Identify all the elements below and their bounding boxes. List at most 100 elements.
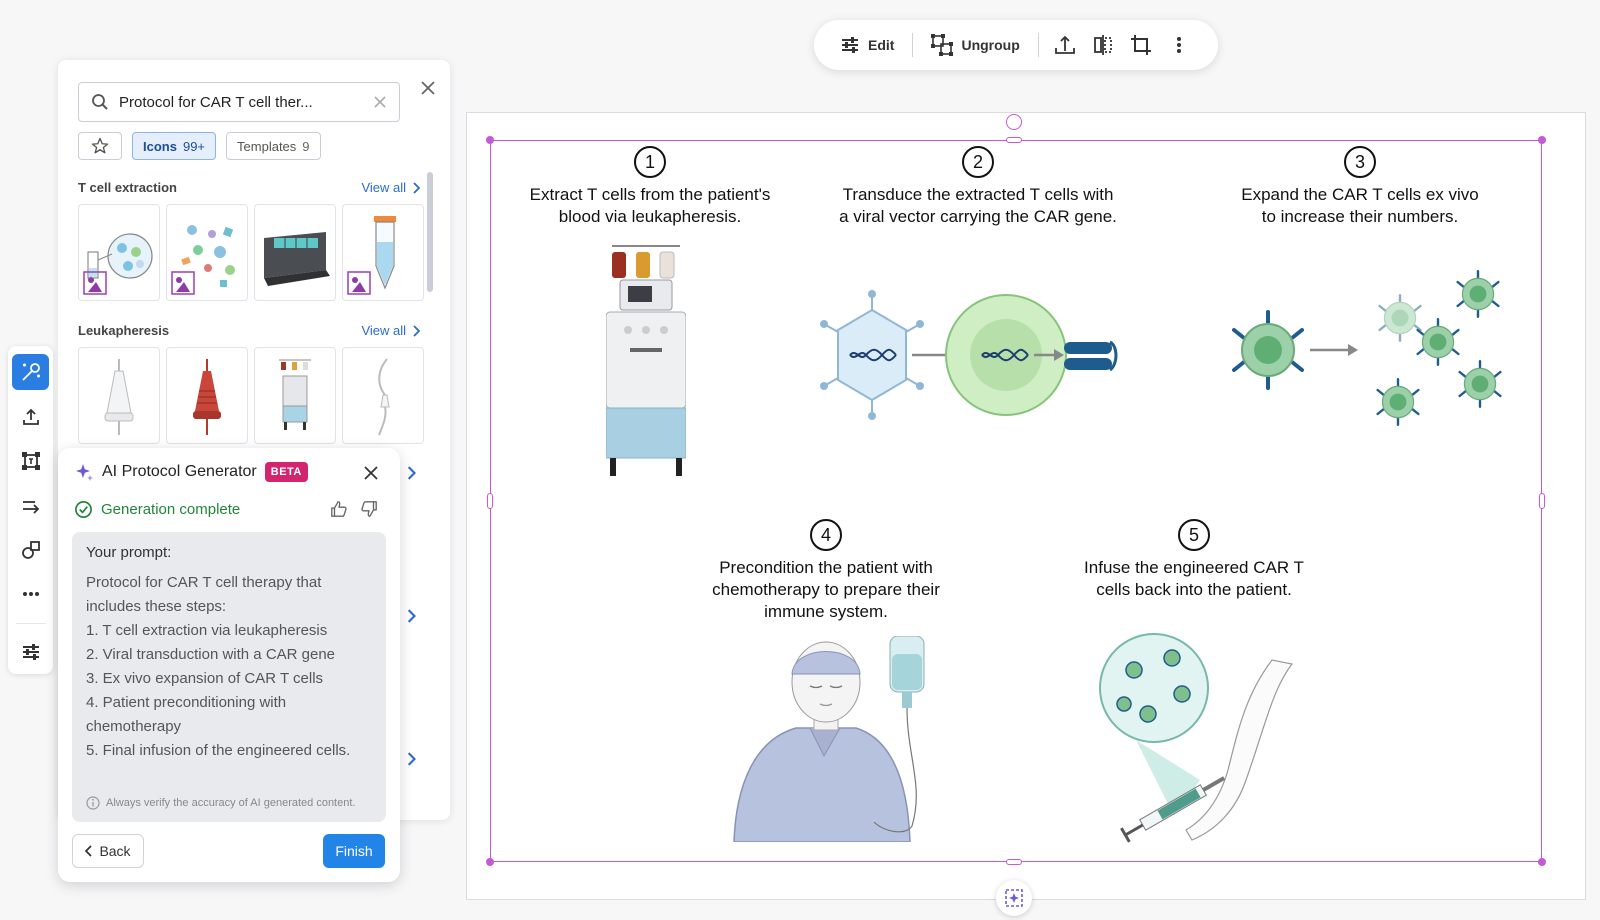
- prompt-line: chemotherapy: [86, 718, 182, 735]
- step-4[interactable]: 4 Precondition the patient with chemothe…: [676, 519, 976, 623]
- prompt-summary: Your prompt: Protocol for CAR T cell the…: [72, 532, 386, 822]
- rail-adjust-button[interactable]: [12, 634, 49, 670]
- close-ai-button[interactable]: [358, 460, 384, 486]
- clear-search-icon[interactable]: [373, 95, 387, 109]
- icon-tile-tube[interactable]: [342, 204, 424, 301]
- finish-button[interactable]: Finish: [323, 834, 385, 868]
- search-input[interactable]: Protocol for CAR T cell ther...: [119, 93, 313, 111]
- icon-grid: [78, 204, 424, 301]
- icon-tile-cells-magnified[interactable]: [78, 204, 160, 301]
- car-t-infusion-illustration[interactable]: [1096, 630, 1296, 854]
- search-box[interactable]: Protocol for CAR T cell ther...: [78, 82, 400, 122]
- step-text-line: Precondition the patient with: [719, 558, 933, 577]
- resize-handle-right[interactable]: [1539, 493, 1545, 509]
- resize-handle-bottom-left[interactable]: [486, 858, 494, 866]
- thumbs-down-icon[interactable]: [360, 500, 378, 518]
- status-text: Generation complete: [101, 501, 241, 518]
- apheresis-machine-illustration[interactable]: [606, 240, 686, 480]
- view-all-link[interactable]: View all: [361, 180, 420, 195]
- section-t-cell-extraction: T cell extraction View all: [78, 180, 420, 195]
- filter-cone-icon: [104, 358, 134, 435]
- favorites-chip[interactable]: [78, 132, 122, 160]
- resize-handle-top-left[interactable]: [486, 136, 494, 144]
- back-button[interactable]: Back: [72, 834, 144, 868]
- close-icon: [364, 466, 378, 480]
- step-text-line: to increase their numbers.: [1261, 207, 1459, 226]
- icon-tile-sequencer[interactable]: [254, 204, 336, 301]
- ungroup-button[interactable]: Ungroup: [923, 28, 1027, 62]
- chemotherapy-patient-illustration[interactable]: [724, 636, 954, 842]
- more-options-button[interactable]: [1163, 29, 1195, 61]
- flip-vertical-button[interactable]: [1049, 29, 1081, 61]
- step-1[interactable]: 1 Extract T cells from the patient's blo…: [500, 146, 800, 228]
- crop-icon: [1130, 35, 1151, 55]
- step-text-line: blood via leukapheresis.: [558, 207, 742, 226]
- icon-tile-filter-red[interactable]: [166, 347, 248, 444]
- icons-chip[interactable]: Icons 99+: [132, 132, 217, 160]
- design-canvas[interactable]: [466, 112, 1586, 900]
- feedback-buttons: [330, 500, 378, 518]
- icon-tile-tubing[interactable]: [342, 347, 424, 444]
- rail-divider: [15, 622, 46, 624]
- edit-button[interactable]: Edit: [832, 29, 902, 61]
- rail-upload-button[interactable]: [12, 398, 49, 434]
- generation-status: Generation complete: [74, 500, 240, 519]
- flip-horizontal-button[interactable]: [1087, 29, 1119, 61]
- rotate-handle[interactable]: [1006, 114, 1022, 130]
- rail-shapes-button[interactable]: [12, 532, 49, 568]
- sliders-icon: [22, 643, 39, 660]
- frame-icon: [21, 452, 40, 471]
- rail-more-button[interactable]: [12, 576, 49, 612]
- rail-frame-button[interactable]: [12, 443, 49, 479]
- ai-assist-button[interactable]: [996, 880, 1032, 916]
- step-text-line: Infuse the engineered CAR T: [1084, 558, 1304, 577]
- chevron-right-icon: [407, 752, 416, 766]
- step-number: 5: [1178, 519, 1210, 551]
- chevron-right-icon: [407, 466, 416, 480]
- resize-handle-bottom[interactable]: [1006, 859, 1022, 865]
- ai-select-icon: [1005, 889, 1023, 907]
- templates-chip[interactable]: Templates 9: [226, 132, 321, 160]
- resize-handle-top[interactable]: [1006, 137, 1022, 143]
- crop-button[interactable]: [1125, 29, 1157, 61]
- flip-vertical-icon: [1054, 35, 1075, 54]
- resize-handle-bottom-right[interactable]: [1538, 858, 1546, 866]
- rail-ai-button[interactable]: [12, 354, 49, 391]
- icon-tile-apheresis-machine[interactable]: [254, 347, 336, 444]
- filter-cone-red-icon: [193, 358, 221, 435]
- step-text-line: Expand the CAR T cells ex vivo: [1241, 185, 1479, 204]
- section-leukapheresis: Leukapheresis View all: [78, 323, 420, 338]
- prompt-heading: Your prompt:: [86, 544, 172, 561]
- sliders-icon: [842, 37, 858, 53]
- close-panel-button[interactable]: [414, 74, 442, 102]
- close-icon: [421, 81, 435, 95]
- prompt-line: includes these steps:: [86, 598, 227, 615]
- step-2[interactable]: 2 Transduce the extracted T cells with a…: [808, 146, 1148, 228]
- icons-chip-label: Icons: [143, 138, 177, 154]
- thumbs-up-icon[interactable]: [330, 500, 348, 518]
- icon-tile-scattered-cells[interactable]: [166, 204, 248, 301]
- check-circle-icon: [75, 501, 92, 518]
- step-5[interactable]: 5 Infuse the engineered CAR T cells back…: [1044, 519, 1344, 601]
- resize-handle-left[interactable]: [487, 493, 493, 509]
- car-t-expansion-illustration[interactable]: [1224, 270, 1534, 440]
- step-3[interactable]: 3 Expand the CAR T cells ex vivo to incr…: [1210, 146, 1510, 228]
- prompt-line: 3. Ex vivo expansion of CAR T cells: [86, 670, 324, 687]
- more-horizontal-icon: [22, 592, 39, 597]
- section-title: T cell extraction: [78, 180, 177, 195]
- icons-chip-count: 99+: [182, 138, 206, 154]
- beta-badge: BETA: [264, 462, 308, 482]
- step-text-line: immune system.: [764, 602, 888, 621]
- rail-arrow-button[interactable]: [12, 487, 49, 523]
- viral-transduction-illustration[interactable]: [820, 290, 1140, 420]
- lab-device-icon: [264, 231, 330, 286]
- panel-scrollbar[interactable]: [427, 172, 433, 292]
- resize-handle-top-right[interactable]: [1538, 136, 1546, 144]
- cell-sample-icon: [83, 232, 153, 295]
- step-text-line: Transduce the extracted T cells with: [842, 185, 1114, 204]
- cell-mix-icon: [171, 224, 235, 295]
- prompt-line: 4. Patient preconditioning with: [86, 694, 287, 711]
- prompt-line: 1. T cell extraction via leukapheresis: [86, 622, 328, 639]
- view-all-link[interactable]: View all: [361, 323, 420, 338]
- icon-tile-filter-white[interactable]: [78, 347, 160, 444]
